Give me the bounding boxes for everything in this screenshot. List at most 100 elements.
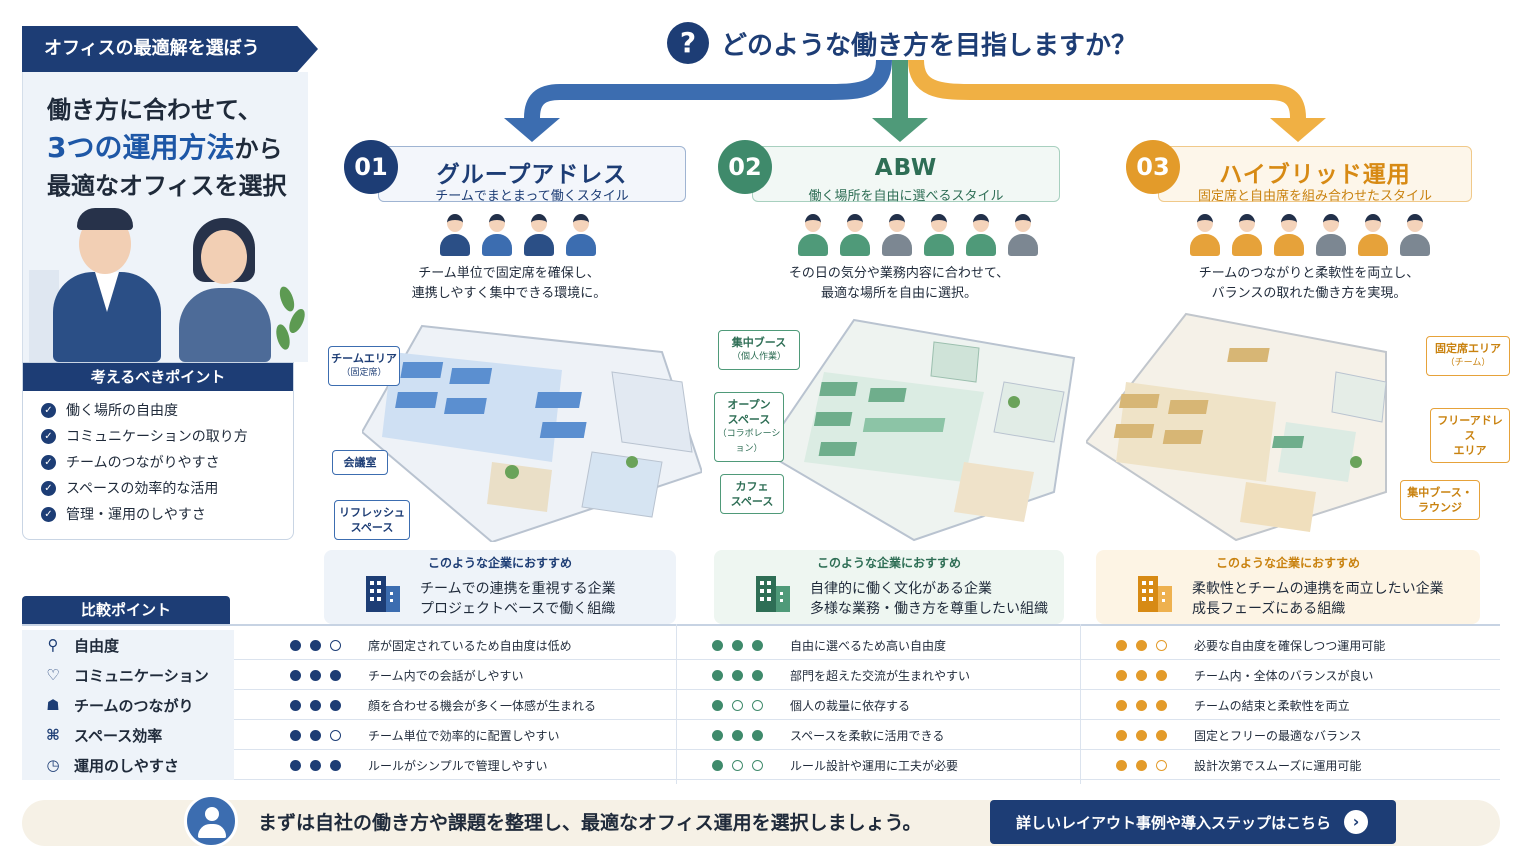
comparison-cell-text: 顔を合わせる機会が多く一体感が生まれる: [368, 698, 597, 713]
point-item: ✓管理・運用のしやすさ: [23, 501, 293, 527]
callout-main: チームエリア: [331, 352, 397, 365]
team-icon: ☗: [46, 696, 60, 714]
rating-dots: [712, 759, 790, 771]
rating-dot-filled: [1136, 639, 1147, 651]
comparison-cell-text: チーム単位で効率的に配置しやすい: [368, 728, 560, 743]
person-icon: [796, 214, 830, 258]
footer-message: まずは自社の働き方や課題を整理し、最適なオフィス運用を選択しましょう。: [258, 812, 922, 834]
rating-dot-filled: [310, 639, 321, 651]
rating-dot-filled: [752, 669, 763, 681]
comparison-row-label: ☗チームのつながり: [22, 690, 234, 720]
rating-dot-filled: [752, 639, 763, 651]
point-label: コミュニケーションの取り方: [66, 429, 248, 445]
question-text: どのような働き方を目指しますか？: [721, 30, 1138, 61]
callout-sub: スペース: [350, 521, 394, 534]
people-icons: [438, 214, 598, 258]
recommendation-line: 自律的に働く文化がある企業: [810, 581, 992, 597]
column-title: ABW: [874, 155, 938, 181]
lead-line-3: 最適なオフィスを選択: [47, 172, 287, 200]
callout-main: オープン: [727, 398, 771, 411]
recommendation-box: このような企業におすすめ 自律的に働く文化がある企業 多様な業務・働き方を尊重し…: [714, 550, 1064, 624]
rating-dot-filled: [310, 669, 321, 681]
left-panel: オフィスの最適解を選ぼう 働き方に合わせて、 3つの運用方法から 最適なオフィス…: [22, 26, 318, 542]
recommendation-line: 成長フェーズにある組織: [1192, 601, 1346, 617]
question-icon: ?: [667, 22, 709, 64]
recommendation-line: 多様な業務・働き方を尊重したい組織: [810, 601, 1048, 617]
column-subtitle: 働く場所を自由に選べるスタイル: [808, 189, 1004, 204]
rating-dots: [290, 639, 368, 651]
rating-dot-filled: [1136, 669, 1147, 681]
callout-sub: スペース: [730, 495, 774, 508]
point-label: 管理・運用のしやすさ: [66, 507, 206, 523]
comparison-cell-text: ルール設計や運用に工夫が必要: [790, 758, 959, 773]
rating-dot-filled: [732, 669, 743, 681]
recommendation-label: このような企業におすすめ: [816, 556, 961, 570]
column-description: チーム単位で固定席を確保し、 連携しやすく集中できる環境に。: [322, 264, 696, 304]
comparison-cell: ルール設計や運用に工夫が必要: [712, 750, 958, 780]
rating-dot-empty: [330, 639, 341, 651]
left-ribbon-title: オフィスの最適解を選ぼう: [22, 26, 318, 72]
person-icon: [1006, 214, 1040, 258]
comparison-title: 比較ポイント: [22, 596, 230, 624]
person-icon: [1272, 214, 1306, 258]
person-icon: [1188, 214, 1222, 258]
person-icon: [564, 214, 598, 258]
callout-main: 会議室: [343, 456, 377, 469]
comparison-row-label: ◷運用のしやすさ: [22, 750, 234, 780]
comparison-row-label: ⚲自由度: [22, 630, 234, 660]
comparison-row: ♡コミュニケーションチーム内での会話がしやすい部門を超えた交流が生まれやすいチー…: [22, 660, 1500, 690]
rating-dot-empty: [732, 759, 743, 771]
rating-dots: [290, 699, 368, 711]
lead-line-2-rest: から: [234, 135, 283, 163]
point-item: ✓チームのつながりやすさ: [23, 449, 293, 475]
rating-dot-filled: [712, 639, 723, 651]
column-title-box: ハイブリッド運用 固定席と自由席を組み合わせたスタイル: [1158, 146, 1472, 204]
rating-dot-filled: [310, 759, 321, 771]
detail-link-button[interactable]: 詳しいレイアウト事例や導入ステップはこちら ›: [990, 800, 1396, 844]
comparison-cell: 自由に選べるため高い自由度: [712, 630, 946, 660]
callout-meeting-room: 会議室: [332, 450, 388, 475]
person-icon: [522, 214, 556, 258]
rating-dot-filled: [1116, 639, 1127, 651]
callout-booth-lounge: 集中ブース・ ラウンジ: [1400, 480, 1480, 520]
detail-link-label: 詳しいレイアウト事例や導入ステップはこちら: [1016, 813, 1332, 832]
callout-main: 集中ブース: [731, 336, 787, 349]
rating-dot-filled: [1156, 729, 1167, 741]
points-title: 考えるべきポイント: [23, 363, 293, 391]
person-icon: [964, 214, 998, 258]
comparison-table: ⚲自由度席が固定されているため自由度は低め自由に選べるため高い自由度必要な自由度…: [22, 624, 1500, 784]
rating-dot-filled: [1116, 729, 1127, 741]
people-icons: [796, 214, 1040, 258]
rating-dots: [1116, 729, 1194, 741]
description-line: 連携しやすく集中できる環境に。: [411, 286, 607, 301]
callout-main: 固定席エリア: [1435, 342, 1501, 355]
comparison-cell: 顔を合わせる機会が多く一体感が生まれる: [290, 690, 596, 720]
column-title-box: ABW 働く場所を自由に選べるスタイル: [752, 146, 1060, 204]
recommendation-box: このような企業におすすめ 柔軟性とチームの連携を両立したい企業 成長フェーズにあ…: [1096, 550, 1480, 624]
callout-cafe-space: カフェ スペース: [720, 474, 784, 514]
column-title-box: グループアドレス チームでまとまって働くスタイル: [378, 146, 686, 204]
network-icon: ⌘: [46, 726, 60, 744]
comparison-cell-text: 必要な自由度を確保しつつ運用可能: [1194, 638, 1386, 653]
point-item: ✓スペースの効率的な活用: [23, 475, 293, 501]
person-icon: [480, 214, 514, 258]
rating-dots: [1116, 669, 1194, 681]
rating-dots: [712, 699, 790, 711]
point-label: 働く場所の自由度: [66, 403, 178, 419]
rating-dot-filled: [1136, 759, 1147, 771]
comparison-cell-text: 部門を超えた交流が生まれやすい: [790, 668, 971, 683]
lead-box: 働き方に合わせて、 3つの運用方法から 最適なオフィスを選択: [22, 72, 308, 362]
comparison-cell-text: スペースを柔軟に活用できる: [790, 728, 945, 743]
person-icon: [880, 214, 914, 258]
rating-dot-filled: [752, 729, 763, 741]
column-title: ハイブリッド運用: [1219, 162, 1411, 188]
callout-main: リフレッシュ: [339, 506, 405, 519]
rating-dot-filled: [290, 639, 301, 651]
recommendation-box: このような企業におすすめ チームでの連携を重視する企業 プロジェクトベースで働く…: [324, 550, 676, 624]
rating-dot-empty: [752, 699, 763, 711]
comparison-cell: スペースを柔軟に活用できる: [712, 720, 944, 750]
heart-chat-icon: ♡: [46, 666, 60, 684]
rating-dot-filled: [290, 669, 301, 681]
callout-focus-booth: 集中ブース （個人作業）: [718, 330, 800, 370]
rating-dot-filled: [290, 699, 301, 711]
